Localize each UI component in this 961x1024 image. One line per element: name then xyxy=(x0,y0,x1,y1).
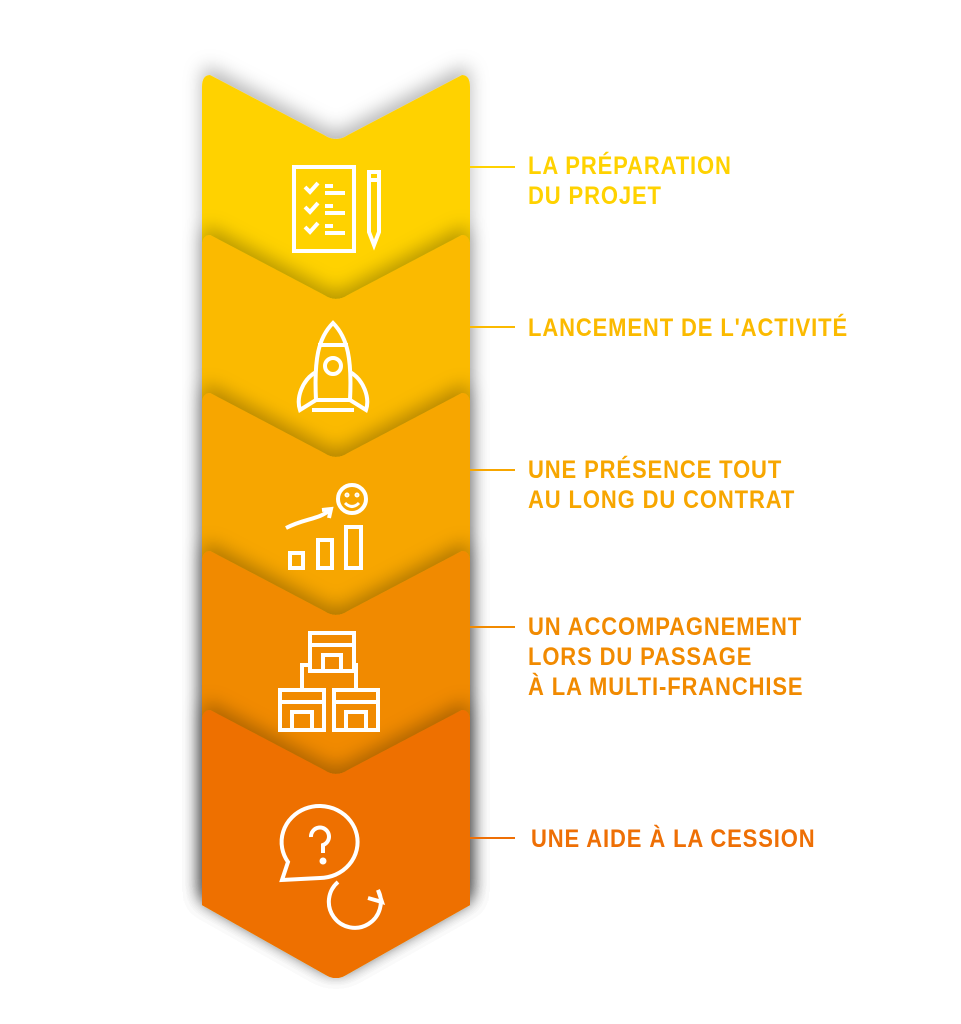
label-line: UNE PRÉSENCE TOUT xyxy=(528,456,783,484)
rocket-icon xyxy=(296,320,370,414)
growth-chart-smiley-icon xyxy=(285,483,368,570)
connector-line-2 xyxy=(470,326,515,328)
step-label-cession: UNE AIDE À LA CESSION xyxy=(531,824,816,854)
step-label-multi-franchise: UN ACCOMPAGNEMENT LORS DU PASSAGE À LA M… xyxy=(528,612,803,702)
step-segment-5 xyxy=(202,710,470,978)
step-label-preparation: LA PRÉPARATION DU PROJET xyxy=(528,151,732,211)
label-line: LA PRÉPARATION xyxy=(528,152,732,180)
connector-line-3 xyxy=(470,469,515,471)
connector-line-1 xyxy=(470,166,515,168)
label-line: À LA MULTI-FRANCHISE xyxy=(528,673,804,701)
step-label-launch: LANCEMENT DE L'ACTIVITÉ xyxy=(528,313,848,343)
label-line: LANCEMENT DE L'ACTIVITÉ xyxy=(528,314,849,342)
step-label-presence: UNE PRÉSENCE TOUT AU LONG DU CONTRAT xyxy=(528,455,795,515)
label-line: LORS DU PASSAGE xyxy=(528,643,753,671)
checklist-pencil-icon xyxy=(292,165,381,253)
label-line: AU LONG DU CONTRAT xyxy=(528,486,796,514)
label-line: DU PROJET xyxy=(528,182,662,210)
connector-line-4 xyxy=(470,626,515,628)
connector-line-5 xyxy=(470,837,515,839)
label-line: UN ACCOMPAGNEMENT xyxy=(528,613,803,641)
label-line: UNE AIDE À LA CESSION xyxy=(531,825,816,853)
question-chat-bubbles-icon xyxy=(279,804,386,930)
multi-store-icon xyxy=(278,631,380,732)
